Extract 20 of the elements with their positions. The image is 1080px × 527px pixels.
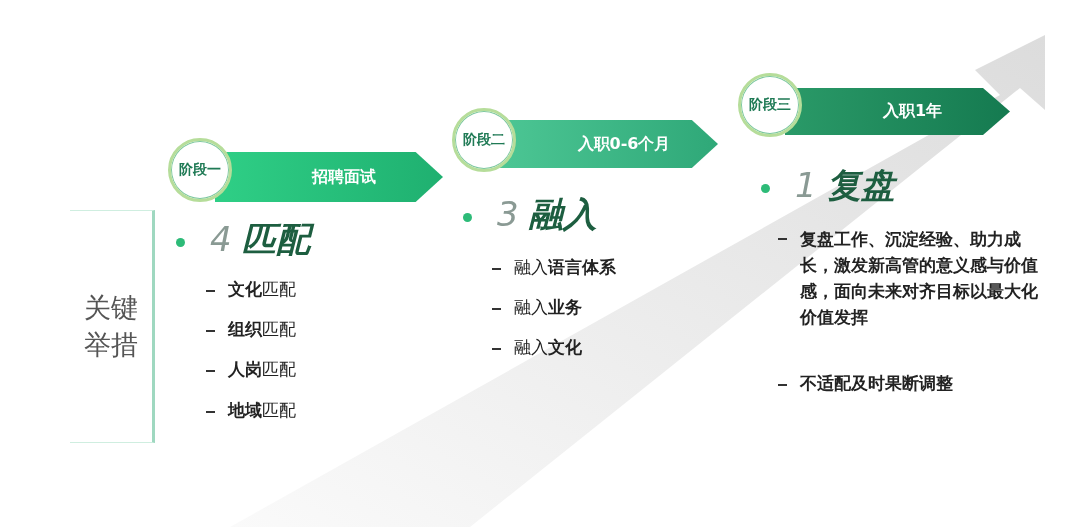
- stage-circle: [452, 108, 516, 172]
- bullet-text: 复盘工作、沉淀经验、助力成长，激发新高管的意义感与价值感，面向未来对齐目标以最大化价值发挥: [800, 228, 1039, 329]
- node-text: 阶段一: [179, 161, 221, 179]
- node-text: 入职1年: [882, 101, 943, 122]
- bullet-text: 组织匹配: [228, 318, 296, 341]
- bullet-text: 融入文化: [514, 336, 582, 359]
- node-text: 阶段二: [463, 131, 505, 149]
- node-text: 入职0-6个月: [577, 133, 671, 155]
- node-text: 招聘面试: [312, 166, 376, 188]
- stage-heading: 3 融入: [497, 197, 598, 231]
- bullet-text: 不适配及时果断调整: [800, 372, 953, 395]
- bullet-text: 地域匹配: [228, 399, 296, 422]
- stage-heading: 1 复盘: [795, 168, 896, 202]
- node-text: 关键举措: [83, 291, 139, 362]
- bullet-text: 人岗匹配: [228, 358, 296, 381]
- bullet-text: 融入语言体系: [514, 256, 616, 279]
- bullet-text: 融入业务: [514, 296, 582, 319]
- node-text: 阶段三: [749, 96, 791, 114]
- bullet-text: 文化匹配: [228, 278, 296, 301]
- section-label-box: [70, 210, 155, 443]
